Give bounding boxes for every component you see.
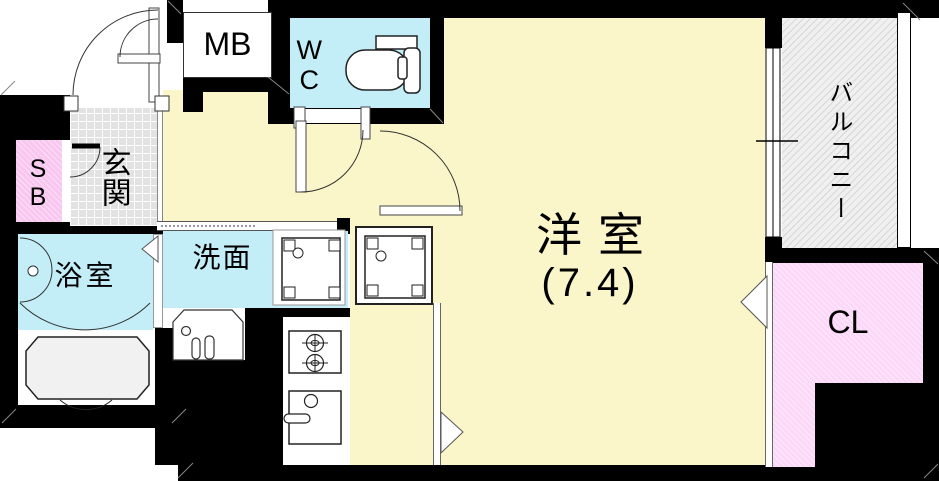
- shoe-box-text: SB: [24, 155, 52, 211]
- wall-below-tub: [0, 405, 178, 428]
- wall-mb-below: [183, 78, 268, 92]
- wall-cl-top: [765, 248, 939, 263]
- wall-kitchen-gap: [283, 308, 350, 317]
- balcony-window: [756, 47, 798, 238]
- kitchen-sink-fixture: [283, 390, 342, 445]
- wall-notch: [183, 0, 268, 12]
- entrance-text: 玄関: [96, 147, 130, 207]
- kitchen-door-marker: [440, 410, 464, 455]
- wc-label: WC: [294, 28, 324, 102]
- bathtub-fixture: [25, 336, 150, 411]
- entrance-step-strip: [157, 108, 163, 226]
- room-door-arc: [379, 130, 461, 212]
- balcony-label: バルコニー: [824, 55, 852, 250]
- wall-wc-right: [430, 0, 444, 124]
- closet-door-track: [765, 262, 773, 467]
- wc-door-opening: [305, 109, 362, 123]
- bathroom-area: [18, 234, 153, 330]
- wall-above-sb: [0, 95, 70, 140]
- wc-door: [293, 106, 463, 216]
- washroom-text: 洗面: [192, 242, 253, 274]
- wall-top: [167, 0, 939, 18]
- main-room-floor-top: [440, 18, 765, 92]
- main-room-name: 洋室: [536, 208, 660, 261]
- washroom-label: 洗面: [165, 240, 280, 276]
- bathroom-door-marker: [141, 234, 159, 264]
- wall-window-bottom: [765, 237, 782, 250]
- meter-box-text: MB: [203, 26, 252, 63]
- bathroom-knob: [27, 265, 39, 277]
- bathroom-door-arc: [19, 302, 151, 331]
- shoe-box-label: SB: [24, 150, 52, 216]
- entrance-tile: [70, 108, 157, 226]
- entrance-door-arc: [72, 9, 159, 96]
- wall-window-top: [765, 18, 782, 48]
- entrance-door: [63, 7, 170, 112]
- shoe-box-area: [16, 140, 62, 222]
- balcony-text: バルコニー: [824, 80, 852, 225]
- closet-column: [773, 383, 815, 467]
- kitchen-stove-fixture: [288, 330, 342, 374]
- wc-door-arc: [300, 129, 364, 193]
- sb-door-arc: [69, 146, 101, 178]
- bath-washroom-divider: [153, 234, 163, 328]
- hallway-floor: [163, 90, 765, 223]
- wall-bottom: [178, 465, 939, 481]
- wall-cl-bottom: [815, 383, 923, 467]
- washer-pan-2: [355, 226, 433, 305]
- balcony-railing: [897, 12, 911, 248]
- wc-text: WC: [294, 35, 325, 95]
- closet-door-marker: [740, 274, 768, 330]
- balcony-area: [782, 18, 897, 248]
- closet-text: CL: [827, 304, 869, 341]
- meter-box: [183, 12, 272, 78]
- closet-label: CL: [773, 263, 923, 383]
- meter-box-label: MB: [183, 12, 272, 78]
- wall-top-stub: [167, 0, 183, 43]
- bathroom-label: 浴室: [18, 258, 153, 294]
- wall-sb-left: [0, 140, 16, 222]
- bathroom-swing-arc: [19, 237, 53, 303]
- kitchen-partition: [433, 303, 441, 465]
- bathroom-text: 浴室: [54, 260, 117, 292]
- wall-tub-column: [155, 328, 173, 465]
- main-room-label: 洋室 (7.4): [450, 198, 730, 318]
- washer-pan: [272, 229, 346, 306]
- vanity-basin-fixture: [172, 309, 244, 361]
- closet-area: [773, 263, 923, 383]
- main-room-size: (7.4): [541, 261, 639, 306]
- wall-right-lower: [923, 250, 939, 481]
- entrance-label: 玄関: [96, 136, 130, 218]
- entrance-door-arc-small: [119, 18, 159, 58]
- toilet-fixture: [345, 35, 421, 94]
- wall-entrance-bath: [0, 226, 165, 234]
- wall-mb-step: [183, 92, 203, 112]
- wall-mb-column: [268, 0, 290, 124]
